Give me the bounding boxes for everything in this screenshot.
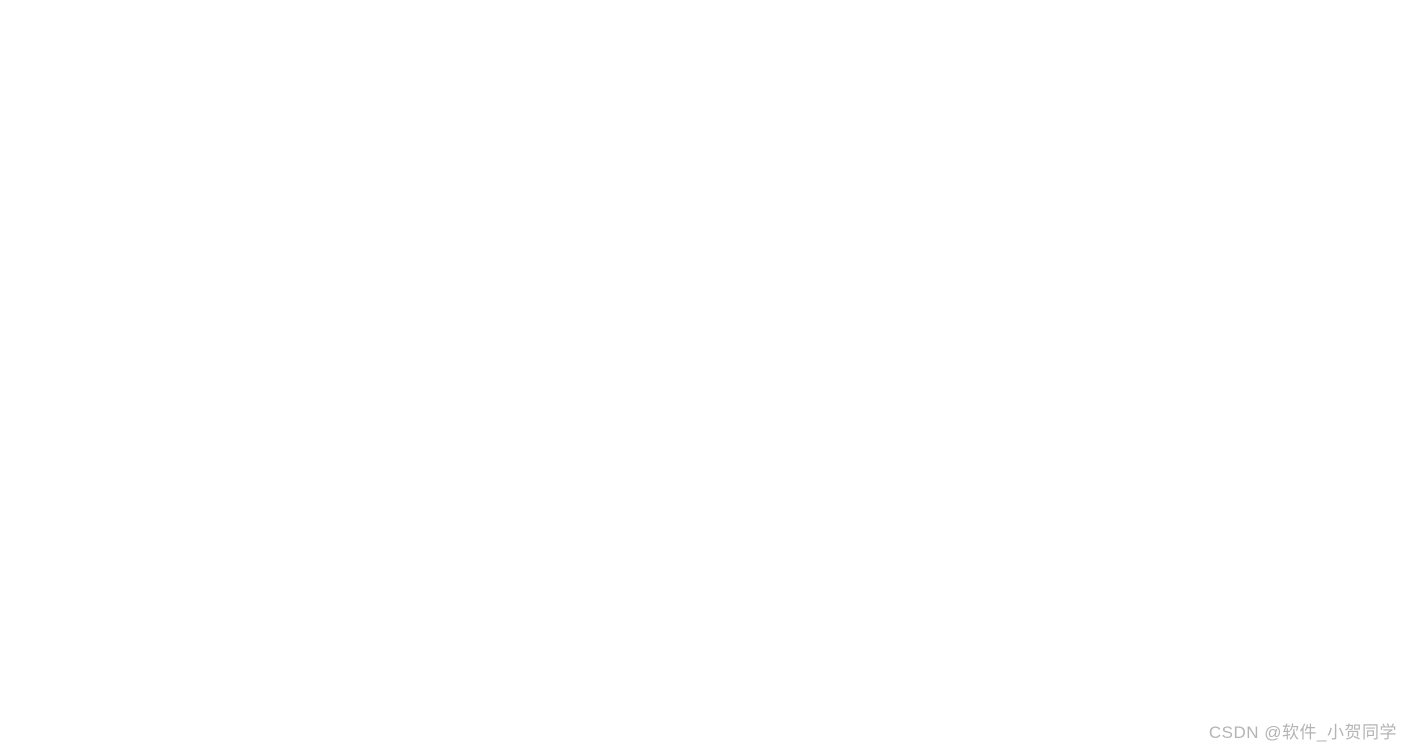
watermark: CSDN @软件_小贺同学: [1208, 723, 1397, 742]
